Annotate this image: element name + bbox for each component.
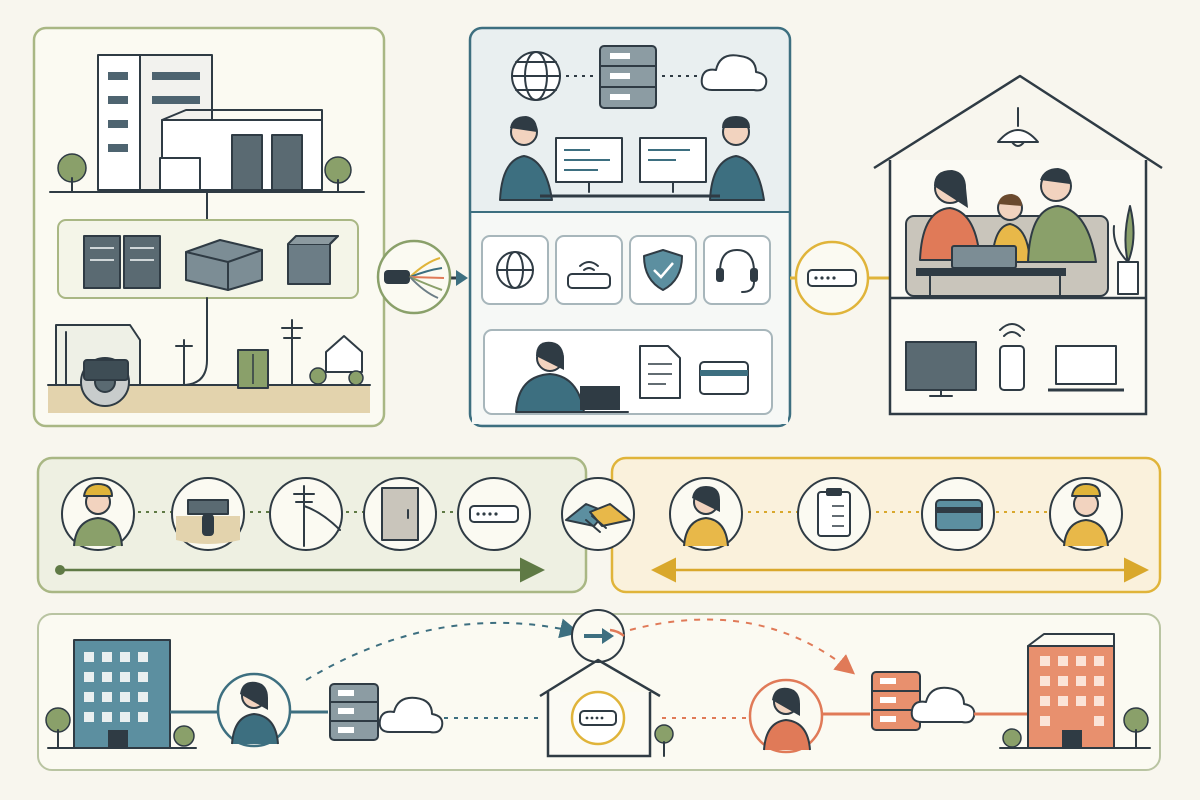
infrastructure-panel xyxy=(32,26,386,428)
cloud-icon xyxy=(700,54,768,92)
checklist-icon xyxy=(797,477,871,551)
technician-icon xyxy=(61,477,135,551)
modem-icon xyxy=(790,240,902,316)
modem-icon xyxy=(457,477,531,551)
server-rack-icon xyxy=(83,235,161,289)
installation-timeline xyxy=(36,456,588,594)
utility-pole-icon xyxy=(269,477,343,551)
street-cabinet-icon xyxy=(363,477,437,551)
support-agent-icon xyxy=(515,341,585,413)
globe-icon xyxy=(511,51,561,101)
old-agent-icon xyxy=(216,672,292,748)
small-house-icon xyxy=(309,335,364,386)
smartphone-icon xyxy=(999,345,1025,391)
support-agent-icon xyxy=(669,477,743,551)
wifi-router-icon xyxy=(555,235,623,305)
utility-pole-icon xyxy=(175,319,303,386)
shield-check-icon xyxy=(629,235,697,305)
ceiling-lamp-icon xyxy=(997,107,1039,147)
globe-icon xyxy=(481,235,549,305)
document-icon xyxy=(639,345,681,399)
new-server-icon xyxy=(871,671,921,731)
tree-icon xyxy=(57,153,352,193)
switching-panel xyxy=(37,609,1161,771)
monitor-icon xyxy=(540,137,720,198)
old-server-icon xyxy=(329,683,379,741)
cable-drum-icon xyxy=(80,357,130,407)
warehouse-icon xyxy=(159,109,323,191)
data-center-icon xyxy=(185,239,263,291)
credit-card-icon xyxy=(921,477,995,551)
arrow-right-icon[interactable] xyxy=(571,609,625,663)
fiber-optic-cable-icon xyxy=(376,239,468,315)
old-cloud-icon xyxy=(378,696,444,734)
family-icon xyxy=(916,168,1097,297)
laptop-icon xyxy=(1048,345,1124,392)
home-panel xyxy=(873,74,1163,416)
ground-vault-icon xyxy=(171,477,245,551)
new-cloud-icon xyxy=(910,686,976,724)
service-timeline xyxy=(610,456,1162,594)
headset-icon xyxy=(703,235,771,305)
modem-icon xyxy=(570,690,626,746)
tv-icon xyxy=(905,341,977,397)
support-agent-icon xyxy=(499,116,765,201)
wifi-signal-icon xyxy=(999,323,1025,337)
old-provider-building-icon xyxy=(45,639,197,749)
equipment-box-icon xyxy=(287,235,339,285)
new-agent-icon xyxy=(748,678,824,754)
technician-icon xyxy=(1049,477,1123,551)
street-cabinet-icon xyxy=(237,349,269,389)
provider-panel xyxy=(468,26,792,428)
server-icon xyxy=(599,45,657,109)
credit-card-icon xyxy=(699,361,749,395)
laptop-icon xyxy=(571,386,629,413)
plant-icon xyxy=(1112,205,1139,295)
new-provider-building-icon xyxy=(999,633,1151,749)
handshake-icon xyxy=(561,477,635,551)
